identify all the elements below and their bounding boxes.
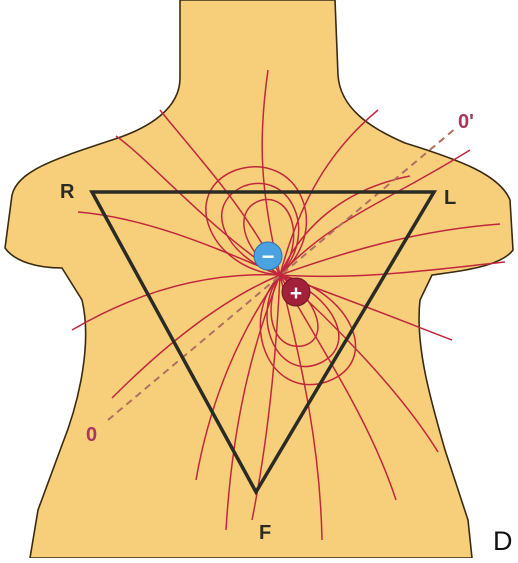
panel-letter: D	[493, 528, 513, 555]
negative-charge-symbol: −	[262, 244, 275, 269]
label-left-arm: L	[444, 187, 456, 209]
label-axis-end: 0'	[458, 111, 474, 133]
positive-charge-symbol: +	[290, 282, 302, 305]
negative-charge: −	[254, 242, 282, 270]
torso-body	[5, 0, 513, 558]
positive-charge: +	[282, 278, 310, 306]
label-axis-start: 0	[86, 424, 97, 446]
label-right-arm: R	[60, 181, 75, 203]
label-foot: F	[259, 522, 271, 544]
